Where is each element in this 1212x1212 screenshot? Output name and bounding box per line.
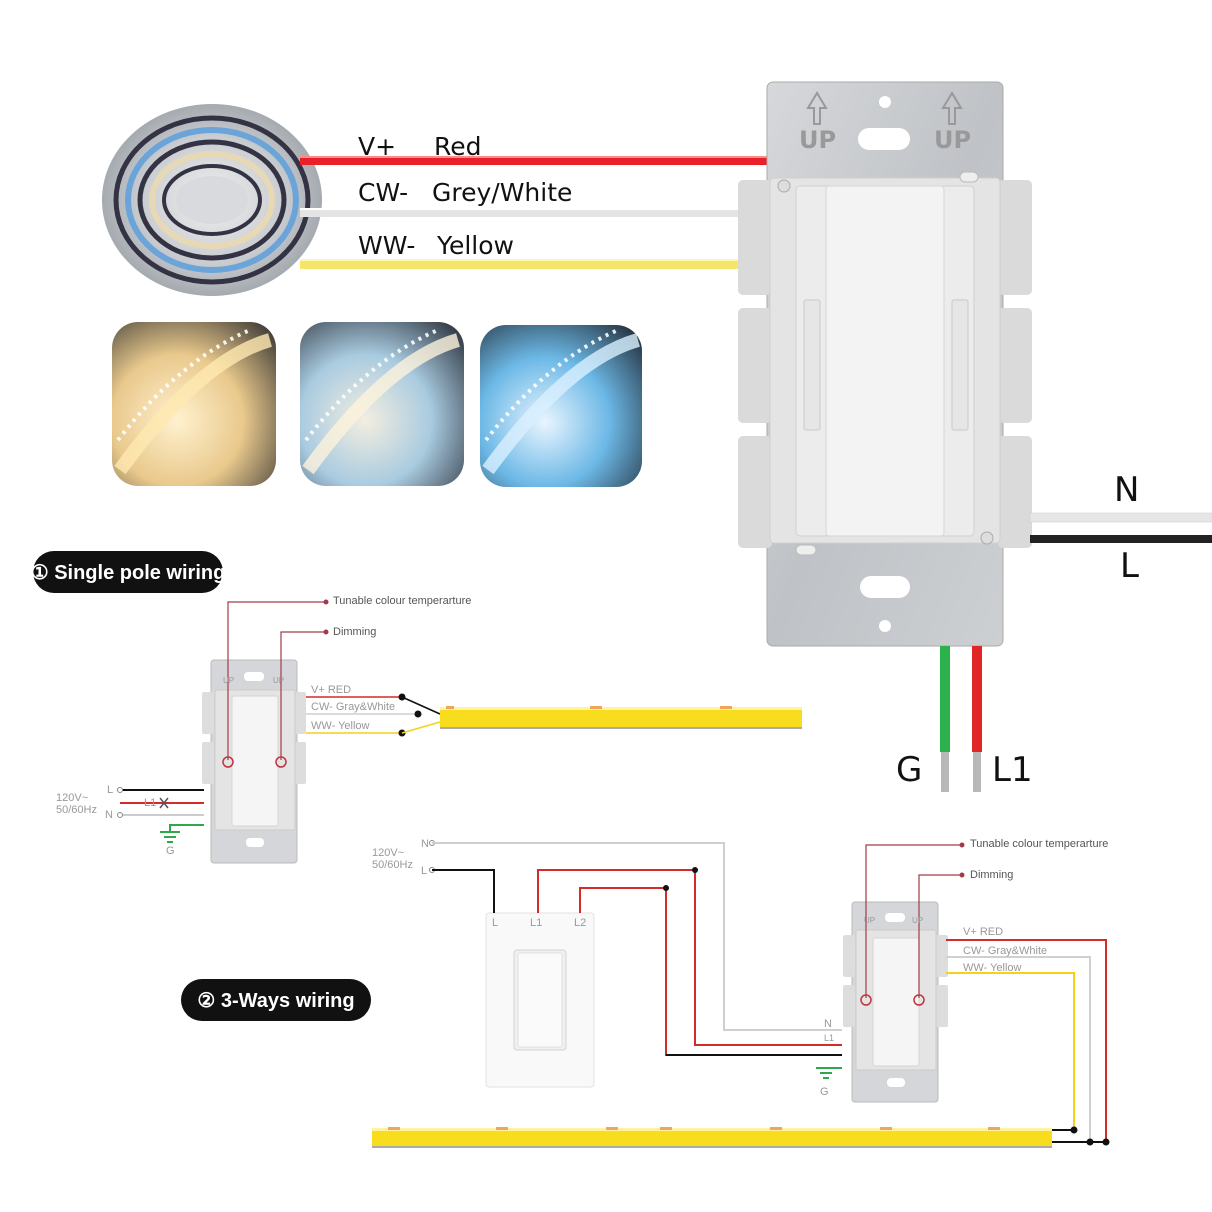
line-wire — [1030, 535, 1212, 543]
d2-cw-label: CW- Gray&White — [963, 945, 1048, 957]
neutral-label: N — [1114, 470, 1140, 510]
d1-dimming-label: Dimming — [333, 626, 377, 638]
d1-g: G — [166, 845, 175, 857]
d2-vplus-label: V+ RED — [963, 926, 1004, 938]
line-label: L — [1120, 546, 1139, 586]
d2-up-right: UP — [912, 916, 924, 925]
red-wire — [300, 156, 770, 165]
load-lead — [972, 646, 982, 752]
ground-lead — [940, 646, 950, 752]
dimmer-switch-large — [738, 81, 1032, 647]
neutral-wire — [1029, 512, 1212, 523]
three-way-badge: ② 3-Ways wiring — [181, 979, 371, 1021]
color-temperature-swatches — [112, 322, 642, 487]
load-label: L1 — [992, 750, 1033, 790]
d2-n: N — [421, 838, 429, 850]
d1-l: L — [107, 784, 114, 796]
d2-tunable-label: Tunable colour temperarture — [970, 838, 1109, 850]
up-arrow-icon — [806, 91, 828, 125]
slider-right — [951, 299, 969, 431]
sw-l2-label: L2 — [574, 917, 587, 929]
paddle — [825, 185, 945, 537]
d1-up-right: UP — [273, 676, 285, 685]
slider-left — [803, 299, 821, 431]
led-strip-1 — [440, 707, 802, 727]
up-label-right: UP — [934, 126, 972, 154]
d2-l: L — [421, 865, 428, 877]
d2-voltage: 120V~ — [372, 847, 405, 859]
ww-code: WW- — [358, 231, 416, 260]
d1-cw-label: CW- Gray&White — [311, 701, 396, 713]
white-wire — [300, 208, 742, 217]
mains-wires — [1029, 512, 1212, 543]
ground-label: G — [896, 750, 923, 790]
cw-color: Grey/White — [432, 178, 573, 207]
up-arrow-icon — [941, 91, 963, 125]
d2-dim-n: N — [824, 1018, 832, 1030]
vplus-color: Red — [434, 132, 482, 161]
d2-dimming-label: Dimming — [970, 869, 1014, 881]
yellow-wire — [300, 259, 742, 269]
up-label-left: UP — [799, 126, 837, 154]
three-way-diagram — [372, 840, 1110, 1148]
single-pole-badge: ① Single pole wiring — [31, 551, 225, 593]
cool-swatch — [480, 325, 642, 487]
d2-ww-label: WW- Yellow — [963, 962, 1022, 974]
d1-voltage: 120V~ — [56, 792, 89, 804]
d2-g: G — [820, 1086, 829, 1098]
cw-code: CW- — [358, 178, 409, 207]
ground-icon — [160, 831, 180, 843]
ww-color: Yellow — [437, 231, 514, 260]
d1-vplus-label: V+ RED — [311, 684, 352, 696]
d1-ww-label: WW- Yellow — [311, 720, 370, 732]
main-wires — [300, 156, 770, 269]
d1-n: N — [105, 809, 113, 821]
ground-icon — [816, 1067, 836, 1079]
d1-freq: 50/60Hz — [56, 804, 97, 816]
sw-l-label: L — [492, 917, 499, 929]
bottom-leads — [940, 646, 982, 792]
d2-up-left: UP — [864, 916, 876, 925]
sw-l1-label: L1 — [530, 917, 543, 929]
d1-l1: L1 — [144, 797, 157, 809]
d2-freq: 50/60Hz — [372, 859, 413, 871]
vplus-code: V+ — [358, 132, 397, 161]
led-strip-2 — [372, 1128, 1052, 1146]
d1-tunable-label: Tunable colour temperarture — [333, 595, 472, 607]
led-strip-reel — [102, 104, 322, 296]
d1-up-left: UP — [223, 676, 235, 685]
d2-dim-l1: L1 — [824, 1033, 835, 1043]
single-pole-diagram — [117, 599, 802, 864]
